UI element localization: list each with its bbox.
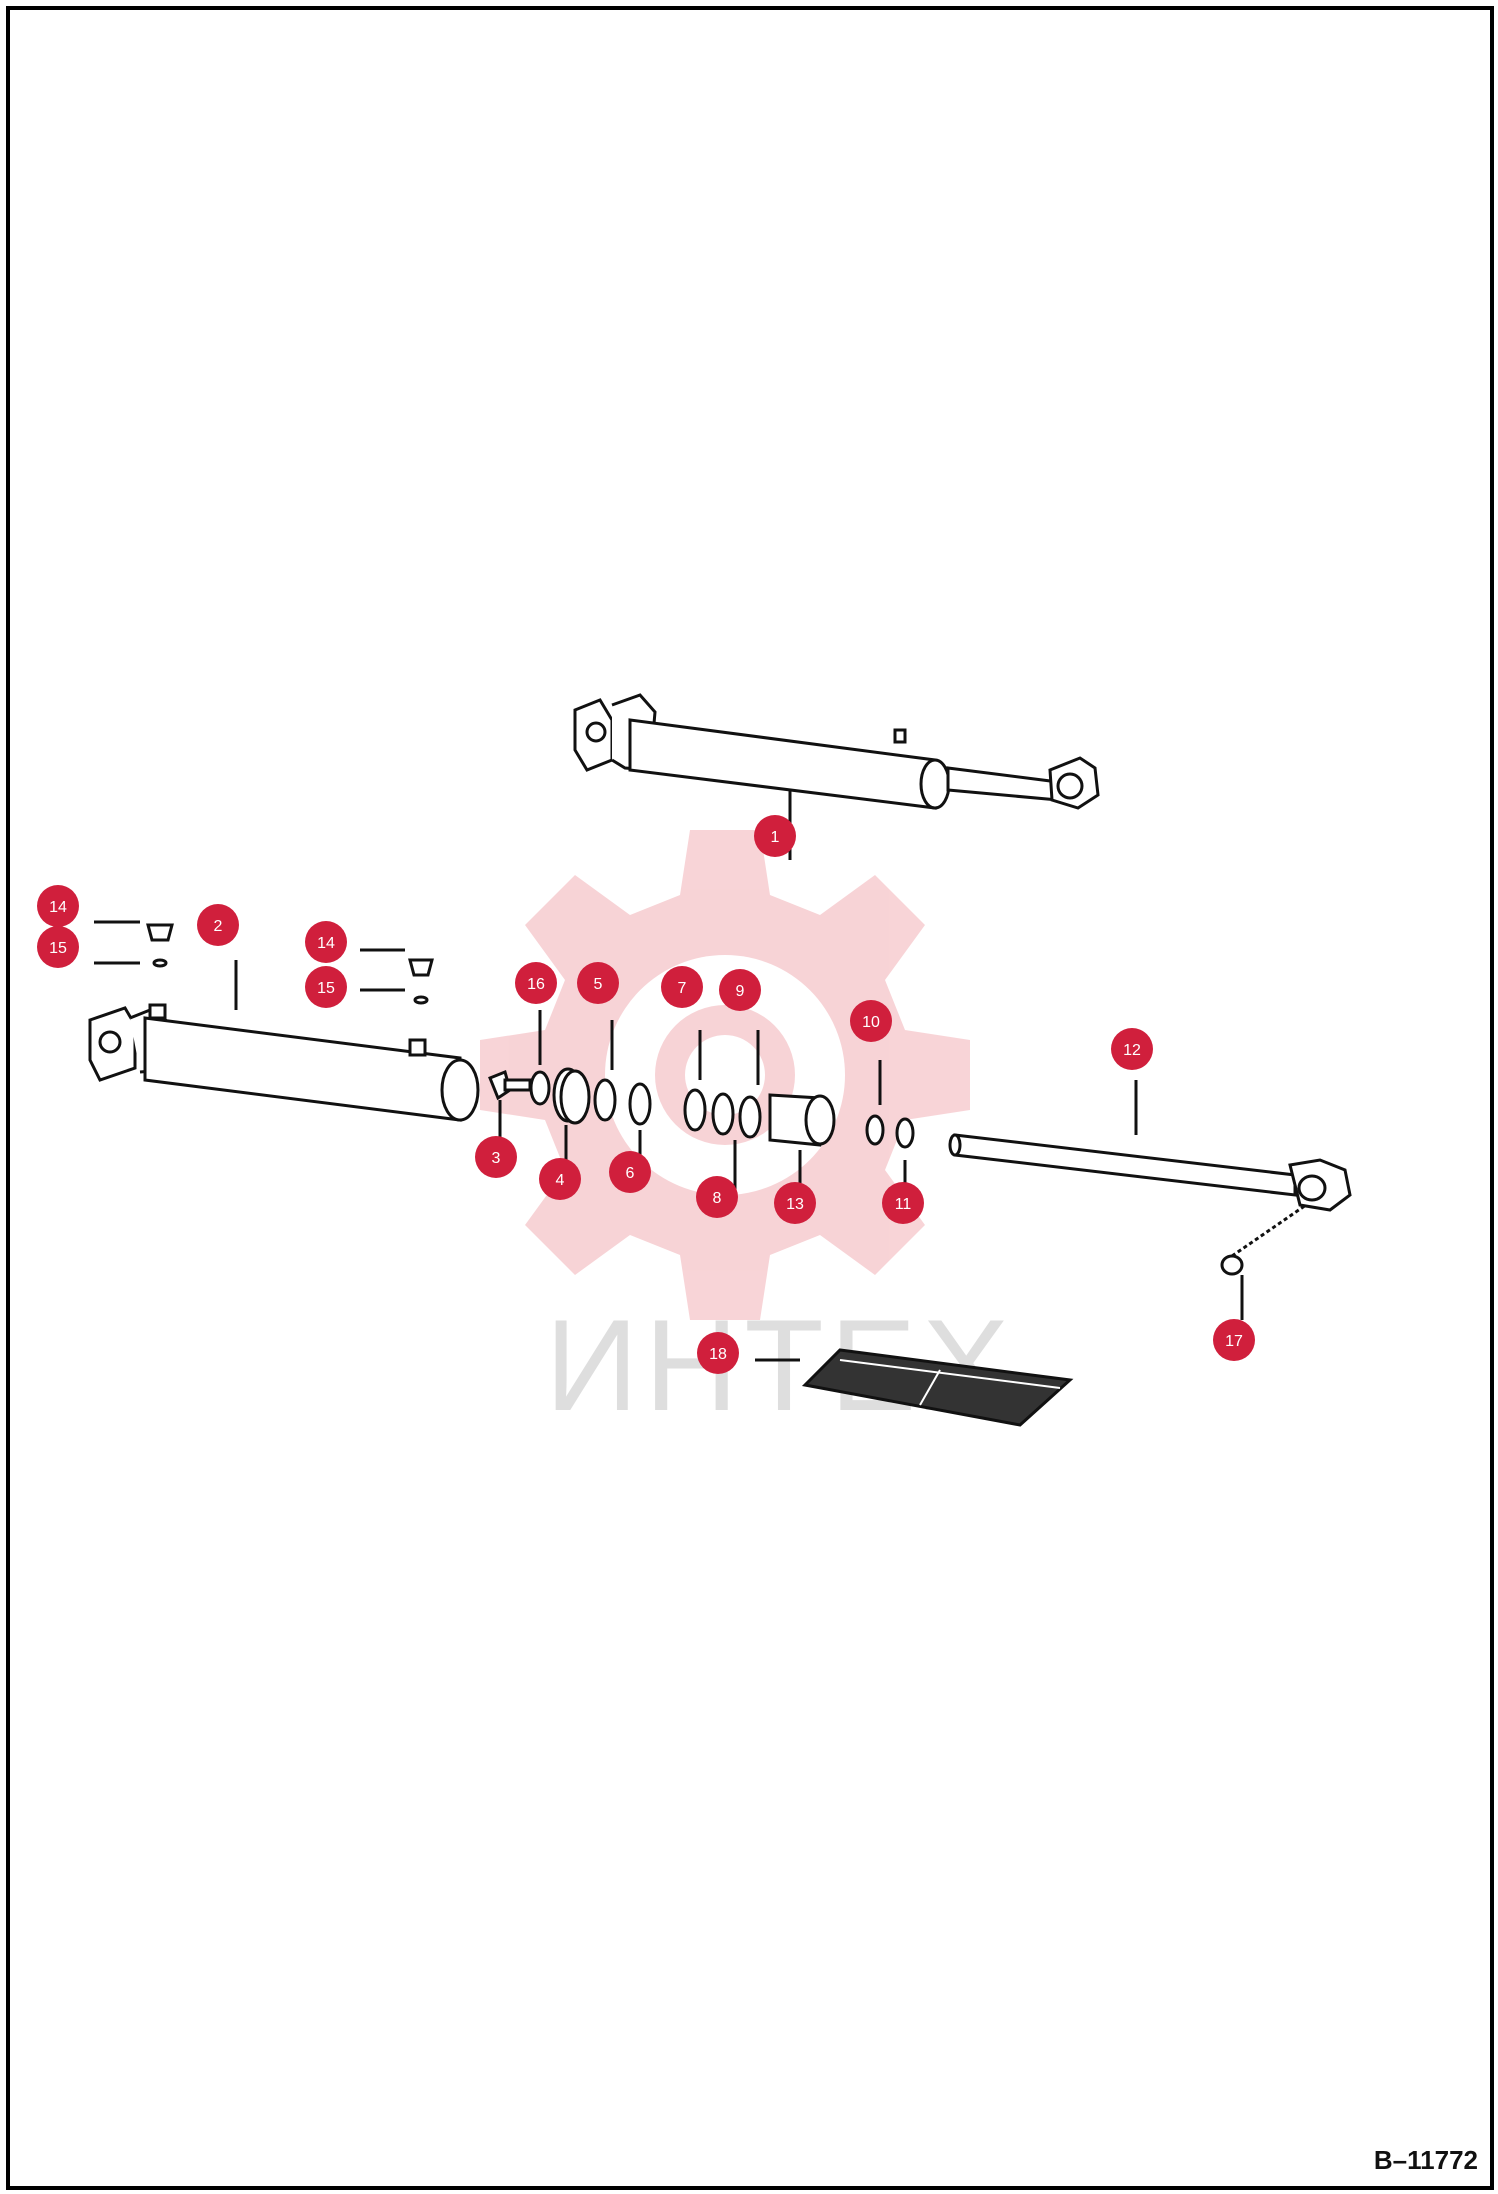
callout-8[interactable]: 8: [696, 1176, 738, 1218]
callout-circle: [1213, 1319, 1255, 1361]
callout-circle: [515, 962, 557, 1004]
callout-number: 1: [771, 829, 780, 846]
callout-number: 8: [713, 1190, 722, 1207]
callout-number: 16: [527, 976, 545, 993]
callout-10[interactable]: 10: [850, 1000, 892, 1042]
grease-fitting: [146, 923, 434, 1005]
seal-kit-components: [488, 1067, 915, 1149]
callout-number: 14: [317, 935, 335, 952]
callout-number: 9: [736, 983, 745, 1000]
callout-16[interactable]: 16: [515, 962, 557, 1004]
callout-circle: [37, 885, 79, 927]
callout-circle: [475, 1136, 517, 1178]
callout-1[interactable]: 1: [754, 815, 796, 857]
callout-17[interactable]: 17: [1213, 1319, 1255, 1361]
callout-circle: [1111, 1028, 1153, 1070]
drawing-code: B–11772: [1373, 2145, 1478, 2175]
callout-circle: [850, 1000, 892, 1042]
callout-9[interactable]: 9: [719, 969, 761, 1011]
callout-circle: [197, 904, 239, 946]
callout-number: 12: [1123, 1042, 1141, 1059]
callout-circle: [37, 926, 79, 968]
callout-18[interactable]: 18: [697, 1332, 739, 1374]
callout-circle: [697, 1332, 739, 1374]
callout-7[interactable]: 7: [661, 966, 703, 1008]
callout-circle: [754, 815, 796, 857]
callout-number: 4: [556, 1172, 565, 1189]
cylinder-assembly: [573, 693, 1100, 810]
callout-2[interactable]: 2: [197, 904, 239, 946]
callout-3[interactable]: 3: [475, 1136, 517, 1178]
callout-circle: [539, 1158, 581, 1200]
decal: [801, 1348, 1074, 1427]
callout-14[interactable]: 14: [37, 885, 79, 927]
callout-number: 15: [49, 940, 67, 957]
callout-circle: [577, 962, 619, 1004]
callout-circle: [305, 921, 347, 963]
callout-number: 11: [895, 1196, 912, 1213]
piston-rod: [948, 1133, 1352, 1212]
callout-13[interactable]: 13: [774, 1182, 816, 1224]
callout-number: 13: [786, 1196, 804, 1213]
leader-lines: [94, 920, 405, 1010]
callout-5[interactable]: 5: [577, 962, 619, 1004]
callout-number: 7: [678, 980, 687, 997]
callout-number: 14: [49, 899, 67, 916]
callout-circle: [696, 1176, 738, 1218]
callout-circle: [661, 966, 703, 1008]
callout-6[interactable]: 6: [609, 1151, 651, 1193]
callout-number: 2: [214, 918, 223, 935]
callout-15[interactable]: 15: [305, 966, 347, 1008]
callout-number: 5: [594, 976, 603, 993]
bushing: [1220, 1203, 1307, 1276]
callout-11[interactable]: 11: [882, 1182, 924, 1224]
callout-12[interactable]: 12: [1111, 1028, 1153, 1070]
callout-circle: [305, 966, 347, 1008]
callout-number: 15: [317, 980, 335, 997]
callout-4[interactable]: 4: [539, 1158, 581, 1200]
callout-number: 18: [709, 1346, 727, 1363]
watermark-gear-icon: [480, 830, 970, 1320]
cylinder-barrel: [88, 1003, 480, 1122]
callout-circle: [882, 1182, 924, 1224]
callout-number: 6: [626, 1165, 635, 1182]
callout-circle: [774, 1182, 816, 1224]
callout-number: 17: [1225, 1333, 1243, 1350]
callout-circle: [609, 1151, 651, 1193]
callout-circle: [719, 969, 761, 1011]
callout-14[interactable]: 14: [305, 921, 347, 963]
callout-15[interactable]: 15: [37, 926, 79, 968]
callout-number: 10: [862, 1014, 880, 1031]
callout-number: 3: [492, 1150, 501, 1167]
